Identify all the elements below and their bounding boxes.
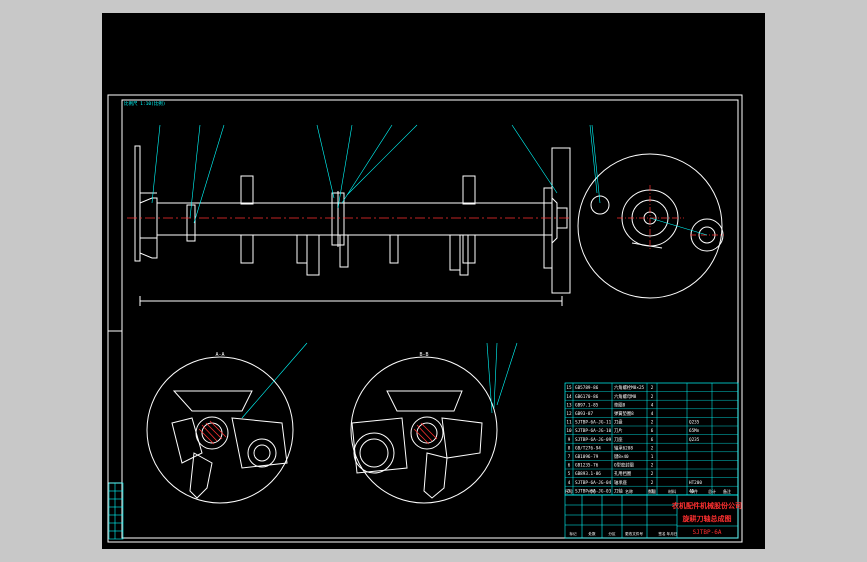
bom-cell-name: 轴承6208 <box>614 444 633 451</box>
company-name: 农机配件机械股份公司 <box>671 501 742 510</box>
bom-cell-name: 弹簧垫圈8 <box>614 410 634 417</box>
bom-cell-code: GB93-87 <box>575 411 594 417</box>
bom-cell-no: 6 <box>568 463 571 469</box>
drawing-canvas: 比例尺 1:10(比例) <box>102 13 765 549</box>
leader-lines-main <box>151 124 598 224</box>
bom-cell-no: 9 <box>568 437 571 443</box>
bom-cell-name: 键8×40 <box>614 453 629 460</box>
section-a-leader <box>241 342 308 419</box>
bom-cell-code: GB1235-76 <box>575 463 599 469</box>
section-a-view <box>146 356 294 504</box>
cad-drawing: 比例尺 1:10(比例) <box>107 94 743 543</box>
bom-header-cell: 备注 <box>723 488 731 494</box>
section-b-leaders <box>486 342 518 414</box>
inner-frame <box>121 99 739 539</box>
bom-cell-no: 10 <box>566 428 572 434</box>
bom-header-cell: 总计 <box>708 488 716 494</box>
bom-cell-no: 8 <box>568 445 571 451</box>
bom-cell-qty: 2 <box>651 480 654 486</box>
bom-cell-no: 11 <box>566 420 572 426</box>
revision-label: 标记 <box>569 531 577 536</box>
bom-cell-qty: 4 <box>651 402 654 408</box>
bom-cell-no: 12 <box>566 411 572 417</box>
drawing-number: SJTBP-6A <box>693 529 722 536</box>
bom-cell-no: 3 <box>568 488 571 494</box>
bom-header-cell: 序号 <box>565 488 573 494</box>
bom-cell-code: SJTBP-6A-JG-04 <box>575 480 612 486</box>
side-view-centerlines <box>617 185 724 251</box>
revision-label: 更改文件号 <box>625 531 643 536</box>
bom-cell-code: SJTBP-6A-JG-09 <box>575 437 612 443</box>
bom-cell-qty: 6 <box>651 437 654 443</box>
bom-cell-name: 六角螺栓M8×25 <box>614 384 645 391</box>
bom-cell-note: 45 <box>689 488 695 494</box>
bom-header-cell: 材料 <box>668 488 676 494</box>
bom-cell-note: 65Mn <box>689 428 700 434</box>
bom-cell-name: 轴承座 <box>614 479 628 486</box>
scale-note: 比例尺 1:10(比例) <box>124 100 165 107</box>
bom-cell-code: SJTBP-6A-JG-11 <box>575 420 612 426</box>
title-header-cells: 序号 代号 名称 数量 材料 单件 总计 备注 <box>565 488 731 494</box>
bom-cell-name: O型密封圈 <box>614 462 634 469</box>
bom-header-cell: 数量 <box>648 488 656 494</box>
bom-cell-code: GB1096-79 <box>575 454 599 460</box>
section-b-view <box>350 356 498 504</box>
shaft-assembly-view <box>134 145 571 306</box>
section-b-label: B-B <box>419 352 428 358</box>
bom-cell-qty: 2 <box>651 463 654 469</box>
bom-header-cell: 名称 <box>625 488 633 494</box>
bom-cell-no: 7 <box>568 454 571 460</box>
title-block <box>564 494 739 539</box>
bom-cell-code: GB893.1-86 <box>575 471 601 477</box>
bom-cell-qty: 2 <box>651 420 654 426</box>
bom-cell-code: GB6170-86 <box>575 394 599 400</box>
bom-cell-no: 5 <box>568 471 571 477</box>
bom-cell-qty: 1 <box>651 488 654 494</box>
bom-cell-name: 刀座 <box>614 436 623 443</box>
bom-cell-qty: 2 <box>651 445 654 451</box>
bom-cell-note: HT200 <box>689 480 702 486</box>
bom-cell-name: 刀片 <box>614 427 623 434</box>
bom-cell-qty: 2 <box>651 385 654 391</box>
section-a-label: A-A <box>215 352 224 358</box>
bom-cell-code: SJTBP-6A-JG-03 <box>575 488 612 494</box>
side-view <box>577 153 724 299</box>
revision-labels: 标记 处数 分区 更改文件号 签名年月日 <box>569 531 677 536</box>
bom-cell-no: 13 <box>566 402 572 408</box>
revision-label: 处数 <box>588 531 596 536</box>
bom-cell-name: 刀轴 <box>614 487 623 494</box>
section-b-hatch <box>413 422 438 445</box>
bom-cell-code: GB97.1-85 <box>575 402 599 408</box>
bom-cell-no: 4 <box>568 480 571 486</box>
bom-cell-name: 六角螺母M8 <box>614 393 637 400</box>
bom-cell-name: 孔用挡圈 <box>614 470 631 477</box>
bom-cell-qty: 2 <box>651 471 654 477</box>
outer-frame <box>107 94 743 543</box>
revision-label: 年月日 <box>667 531 678 536</box>
bom-cell-qty: 1 <box>651 454 654 460</box>
bom-header-cell: 代号 <box>588 488 596 494</box>
bom-cell-qty: 4 <box>651 411 654 417</box>
revision-label: 签名 <box>658 531 666 536</box>
bom-cell-no: 15 <box>566 385 572 391</box>
bom-cell-qty: 2 <box>651 394 654 400</box>
bom-cell-note: Q235 <box>689 437 700 443</box>
revision-label: 分区 <box>608 531 616 536</box>
side-view-leaders <box>591 124 708 236</box>
bom-cell-code: GB/T276-94 <box>575 445 601 451</box>
drawing-title: 旋耕刀轴总成图 <box>682 514 732 523</box>
bom-cell-no: 14 <box>566 394 572 400</box>
bom-cell-name: 垫圈8 <box>614 401 626 408</box>
bom-cell-code: SJTBP-6A-JG-10 <box>575 428 612 434</box>
bom-cell-note: Q235 <box>689 420 700 426</box>
bom-cell-qty: 6 <box>651 428 654 434</box>
side-margin-table <box>108 482 124 540</box>
bom-cell-name: 刀盘 <box>614 419 623 426</box>
bom-header-cell: 单件 <box>690 488 698 494</box>
section-a-hatch <box>198 420 227 445</box>
bom-cell-code: GB5789-86 <box>575 385 599 391</box>
